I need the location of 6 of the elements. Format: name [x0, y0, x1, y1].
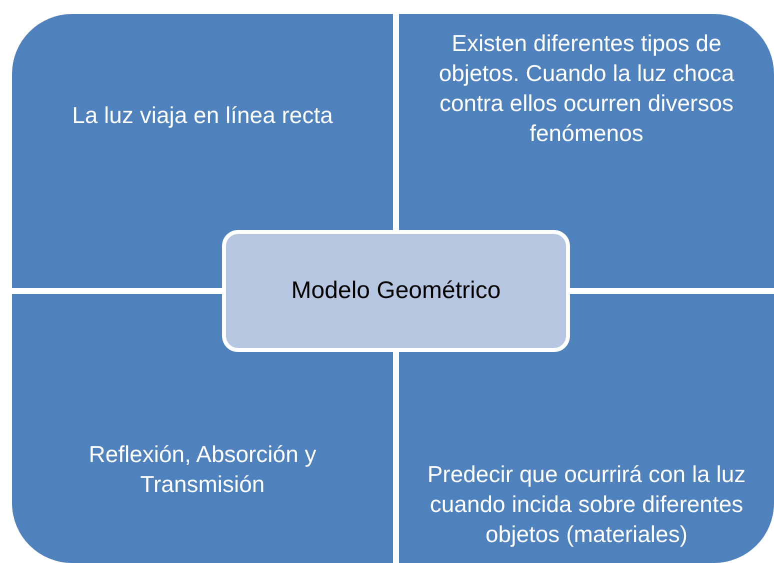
quadrant-text: Predecir que ocurrirá con la luz cuando incida sobre diferentes objetos (materiales)	[426, 460, 746, 549]
center-title: Modelo Geométrico	[291, 277, 501, 305]
quadrant-text: Existen diferentes tipos de objetos. Cuando la luz choca contra ellos ocurren diversos fenómenos	[438, 29, 736, 148]
quadrant-text: Reflexión, Absorción y Transmisión	[88, 440, 318, 499]
center-box	[222, 230, 570, 352]
quadrant-text: La luz viaja en línea recta	[72, 101, 333, 130]
